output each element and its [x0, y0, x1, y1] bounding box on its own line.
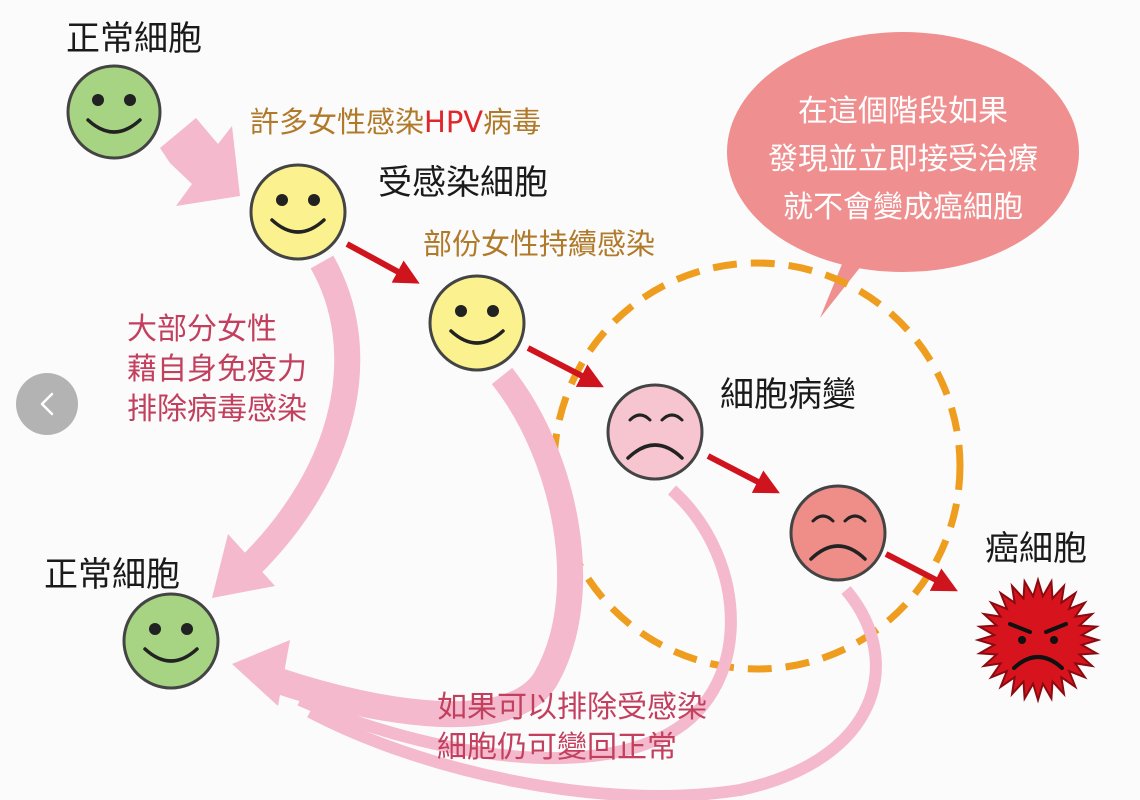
lesion-cell-light — [606, 383, 704, 481]
lesion-cell-dark — [789, 484, 887, 582]
infection-block-arrow — [160, 118, 240, 206]
chevron-left-icon — [40, 392, 54, 416]
label-normal-cell-top: 正常細胞 — [66, 19, 202, 59]
cancer-cell — [974, 576, 1102, 704]
sad-face-icon — [809, 514, 867, 561]
persistent-infected-cell — [428, 274, 526, 372]
label-hpv: HPV — [424, 105, 484, 139]
label-cancer-cell: 癌細胞 — [985, 529, 1087, 569]
normal-cell-top — [66, 64, 162, 160]
happy-face-icon — [270, 194, 326, 234]
immune-clear-arrow — [238, 255, 361, 578]
lesion-stage-dashed-circle — [550, 259, 964, 673]
normal-cell-bottom — [122, 592, 220, 690]
label-persistent-infection: 部份女性持續感染 — [423, 227, 656, 261]
progress-arrow-2 — [526, 345, 604, 388]
infected-cell — [249, 163, 347, 261]
label-hpv-infection-suffix: 病毒 — [483, 105, 542, 139]
revert-arrow-3 — [307, 586, 882, 800]
advice-bubble-text: 在這個階段如果 發現並立即接受治療 就不會變成癌細胞 — [758, 88, 1048, 232]
advice-bubble — [727, 32, 1079, 318]
bubble-line-3: 就不會變成癌細胞 — [783, 190, 1023, 225]
progress-arrow-4 — [884, 551, 958, 592]
progress-arrow-1 — [345, 241, 420, 284]
label-hpv-infection: 許多女性感染HPV病毒 — [250, 108, 541, 137]
immune-line-3: 排除病毒感染 — [127, 391, 307, 427]
label-hpv-infection-prefix: 許多女性感染 — [250, 105, 425, 139]
happy-face-icon — [143, 623, 199, 663]
immune-line-2: 藉自身免疫力 — [127, 351, 307, 387]
label-normal-cell-bottom: 正常細胞 — [44, 555, 180, 595]
pink-return-arrows — [160, 118, 882, 800]
bubble-line-1: 在這個階段如果 — [798, 94, 1008, 129]
revert-line-2: 細胞仍可變回正常 — [437, 729, 677, 765]
bubble-line-2: 發現並立即接受治療 — [768, 142, 1038, 177]
label-immune-clearance: 大部分女性 藉自身免疫力 排除病毒感染 — [127, 310, 307, 430]
revert-line-1: 如果可以排除受感染 — [437, 690, 707, 725]
sad-face-icon — [626, 413, 684, 460]
angry-face-icon — [1008, 622, 1068, 670]
happy-face-icon — [449, 305, 505, 345]
back-button[interactable] — [16, 373, 78, 435]
label-cell-lesion: 細胞病變 — [720, 375, 856, 415]
red-progression-arrows — [345, 241, 958, 592]
revert-arrow-2 — [297, 485, 737, 765]
revert-arrow-1 — [271, 367, 584, 728]
immune-line-1: 大部分女性 — [127, 312, 277, 347]
happy-face-icon — [86, 94, 142, 134]
label-infected-cell: 受感染細胞 — [378, 163, 548, 203]
progress-arrow-3 — [706, 453, 780, 494]
label-revert-normal: 如果可以排除受感染 細胞仍可變回正常 — [437, 688, 707, 768]
